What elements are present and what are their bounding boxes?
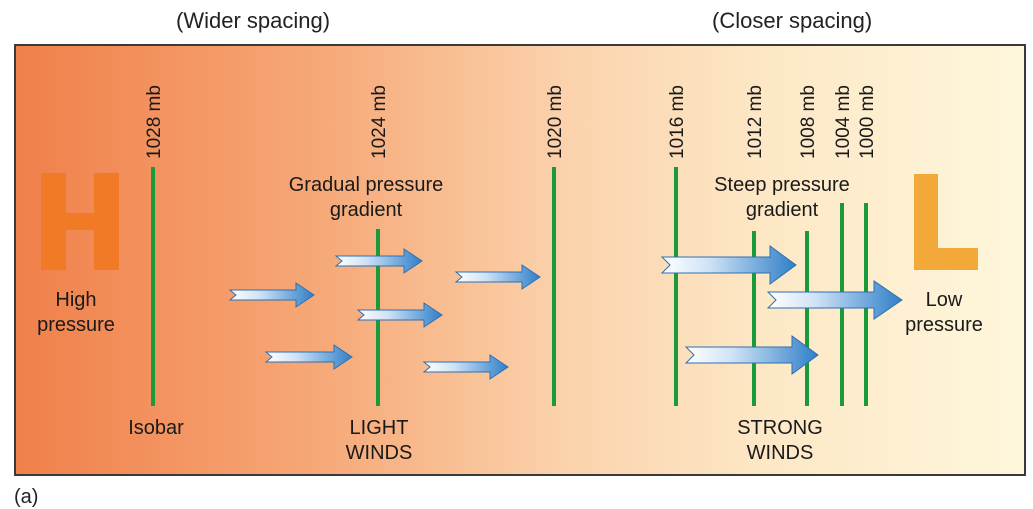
isobar-label-1024: 1024 mb [369,85,390,159]
high-pressure-label-line1: High [55,289,96,311]
isobar-label-1004: 1004 mb [833,85,854,159]
gradual-gradient-label-line1: Gradual pressure [289,174,444,196]
steep-gradient-label-line2: gradient [746,199,819,221]
high-pressure-label-line2: pressure [37,314,115,336]
wind-arrow-light-3 [454,264,541,290]
figure-caption: (a) [14,486,39,508]
wind-arrow-strong-2 [766,280,903,320]
strong-winds-label-line2: WINDS [747,442,814,464]
wind-arrow-strong-1 [660,245,797,285]
wind-arrow-light-6 [422,354,509,380]
isobar-label-1016: 1016 mb [667,85,688,159]
isobar-caption: Isobar [128,417,184,439]
light-winds-label-line2: WINDS [346,442,413,464]
isobar-label-1028: 1028 mb [144,85,165,159]
isobar-label-1000: 1000 mb [857,85,878,159]
isobar-label-1008: 1008 mb [798,85,819,159]
gradual-gradient-label-line2: gradient [330,199,403,221]
high-pressure-h-icon [41,173,119,270]
low-pressure-label-line2: pressure [905,314,983,336]
wind-arrow-light-5 [264,344,353,370]
wind-arrow-light-4 [356,302,443,328]
low-pressure-l-icon [914,174,978,270]
wider-spacing-heading: (Wider spacing) [176,8,331,33]
isobar-label-1012: 1012 mb [745,85,766,159]
pressure-gradient-diagram: High pressure Low pressure 1028 mb 1024 … [37,85,983,464]
closer-spacing-heading: (Closer spacing) [712,8,873,33]
pressure-gradient-panel: High pressure Low pressure 1028 mb 1024 … [14,44,1026,476]
light-winds-label-line1: LIGHT [350,417,409,439]
steep-gradient-label-line1: Steep pressure [714,174,850,196]
wind-arrow-light-1 [228,282,315,308]
isobar-label-1020: 1020 mb [545,85,566,159]
wind-arrow-strong-3 [684,335,819,375]
wind-arrow-light-2 [334,248,423,274]
strong-winds-label-line1: STRONG [737,417,823,439]
low-pressure-label-line1: Low [926,289,963,311]
